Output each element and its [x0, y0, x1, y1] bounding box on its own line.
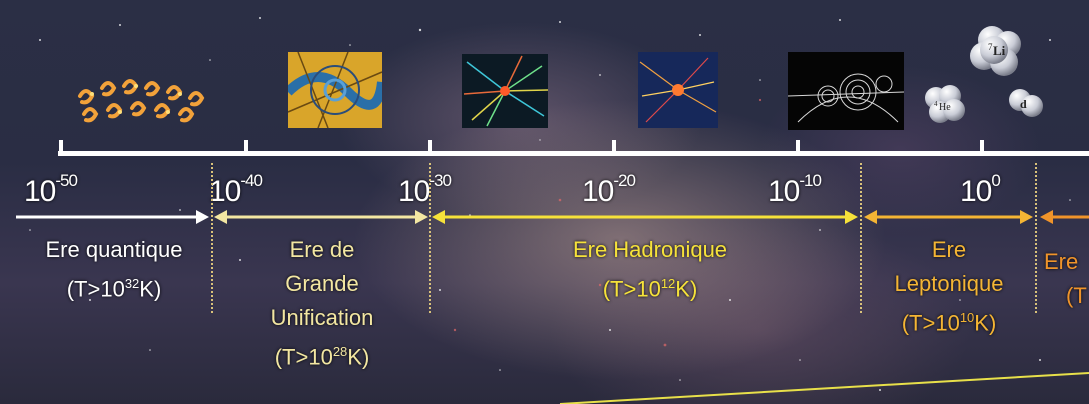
- era-name: Ere Hadronique: [572, 237, 728, 262]
- arrow-gut: [214, 210, 428, 224]
- timeline-axis: [58, 151, 1089, 156]
- he-mass-label: 4: [934, 100, 938, 108]
- axis-tick: [980, 140, 984, 154]
- d-label: d: [1020, 97, 1027, 111]
- era-leptonique: Ere Leptonique (T>1010K): [866, 233, 1032, 340]
- era-hadronique: Ere Hadronique (T>1012K): [510, 233, 790, 306]
- era-next-cropped: Ere (T: [1044, 245, 1089, 313]
- era-name-line: Ere: [931, 237, 967, 262]
- li-mass-label: 7: [988, 42, 993, 52]
- helium-nucleus-icon: 4 He: [925, 85, 965, 123]
- tick-label-1e0: 100: [960, 171, 1001, 208]
- axis-tick: [796, 140, 800, 154]
- bottom-trajectory-line: [559, 372, 1089, 404]
- era-separator: [211, 163, 213, 313]
- era-temperature: (T>1012K): [602, 276, 698, 302]
- era-temperature: (T: [1066, 283, 1087, 308]
- li-label: Li: [993, 43, 1006, 58]
- arrow-hadron: [432, 210, 858, 224]
- he-label: He: [939, 102, 951, 113]
- lithium-nucleus-icon: 7 Li: [970, 26, 1021, 76]
- lepton-bubble-chamber-image: [788, 52, 904, 130]
- grand-unification-image: [288, 52, 382, 128]
- era-name: Ere quantique: [45, 237, 183, 262]
- era-separator: [860, 163, 862, 313]
- arrow-quantum: [16, 210, 209, 224]
- tick-label-1e-30: 10-30: [398, 171, 452, 208]
- arrow-next: [1040, 210, 1089, 224]
- era-name: Ere: [1044, 249, 1079, 274]
- particle-collision-image: [462, 54, 548, 128]
- era-quantique: Ere quantique (T>1032K): [14, 233, 214, 306]
- tick-label-1e-50: 10-50: [24, 171, 78, 208]
- era-temperature: (T>1010K): [901, 310, 997, 336]
- era-separator: [1035, 163, 1037, 313]
- era-grande-unification: Ere de Grande Unification (T>1028K): [222, 233, 422, 374]
- axis-tick: [244, 140, 248, 154]
- axis-tick: [428, 140, 432, 154]
- era-temperature: (T>1032K): [66, 276, 162, 302]
- tick-label-1e-40: 10-40: [209, 171, 263, 208]
- deuteron-icon: d: [1009, 89, 1043, 117]
- era-temperature: (T>1028K): [274, 344, 370, 370]
- tick-label-1e-20: 10-20: [582, 171, 636, 208]
- quantum-foam-icon: [78, 79, 205, 123]
- light-nuclei-image: 7 Li 4 He d: [925, 26, 1043, 123]
- axis-tick: [612, 140, 616, 154]
- era-separator: [429, 163, 431, 313]
- hadron-shower-image: [638, 52, 718, 128]
- era-name-line: Grande: [285, 271, 359, 296]
- era-name-line: Leptonique: [894, 271, 1004, 296]
- axis-tick: [59, 140, 63, 154]
- tick-label-1e-10: 10-10: [768, 171, 822, 208]
- era-name-line: Ere de: [289, 237, 355, 262]
- era-name-line: Unification: [270, 305, 374, 330]
- arrow-lepton: [864, 210, 1033, 224]
